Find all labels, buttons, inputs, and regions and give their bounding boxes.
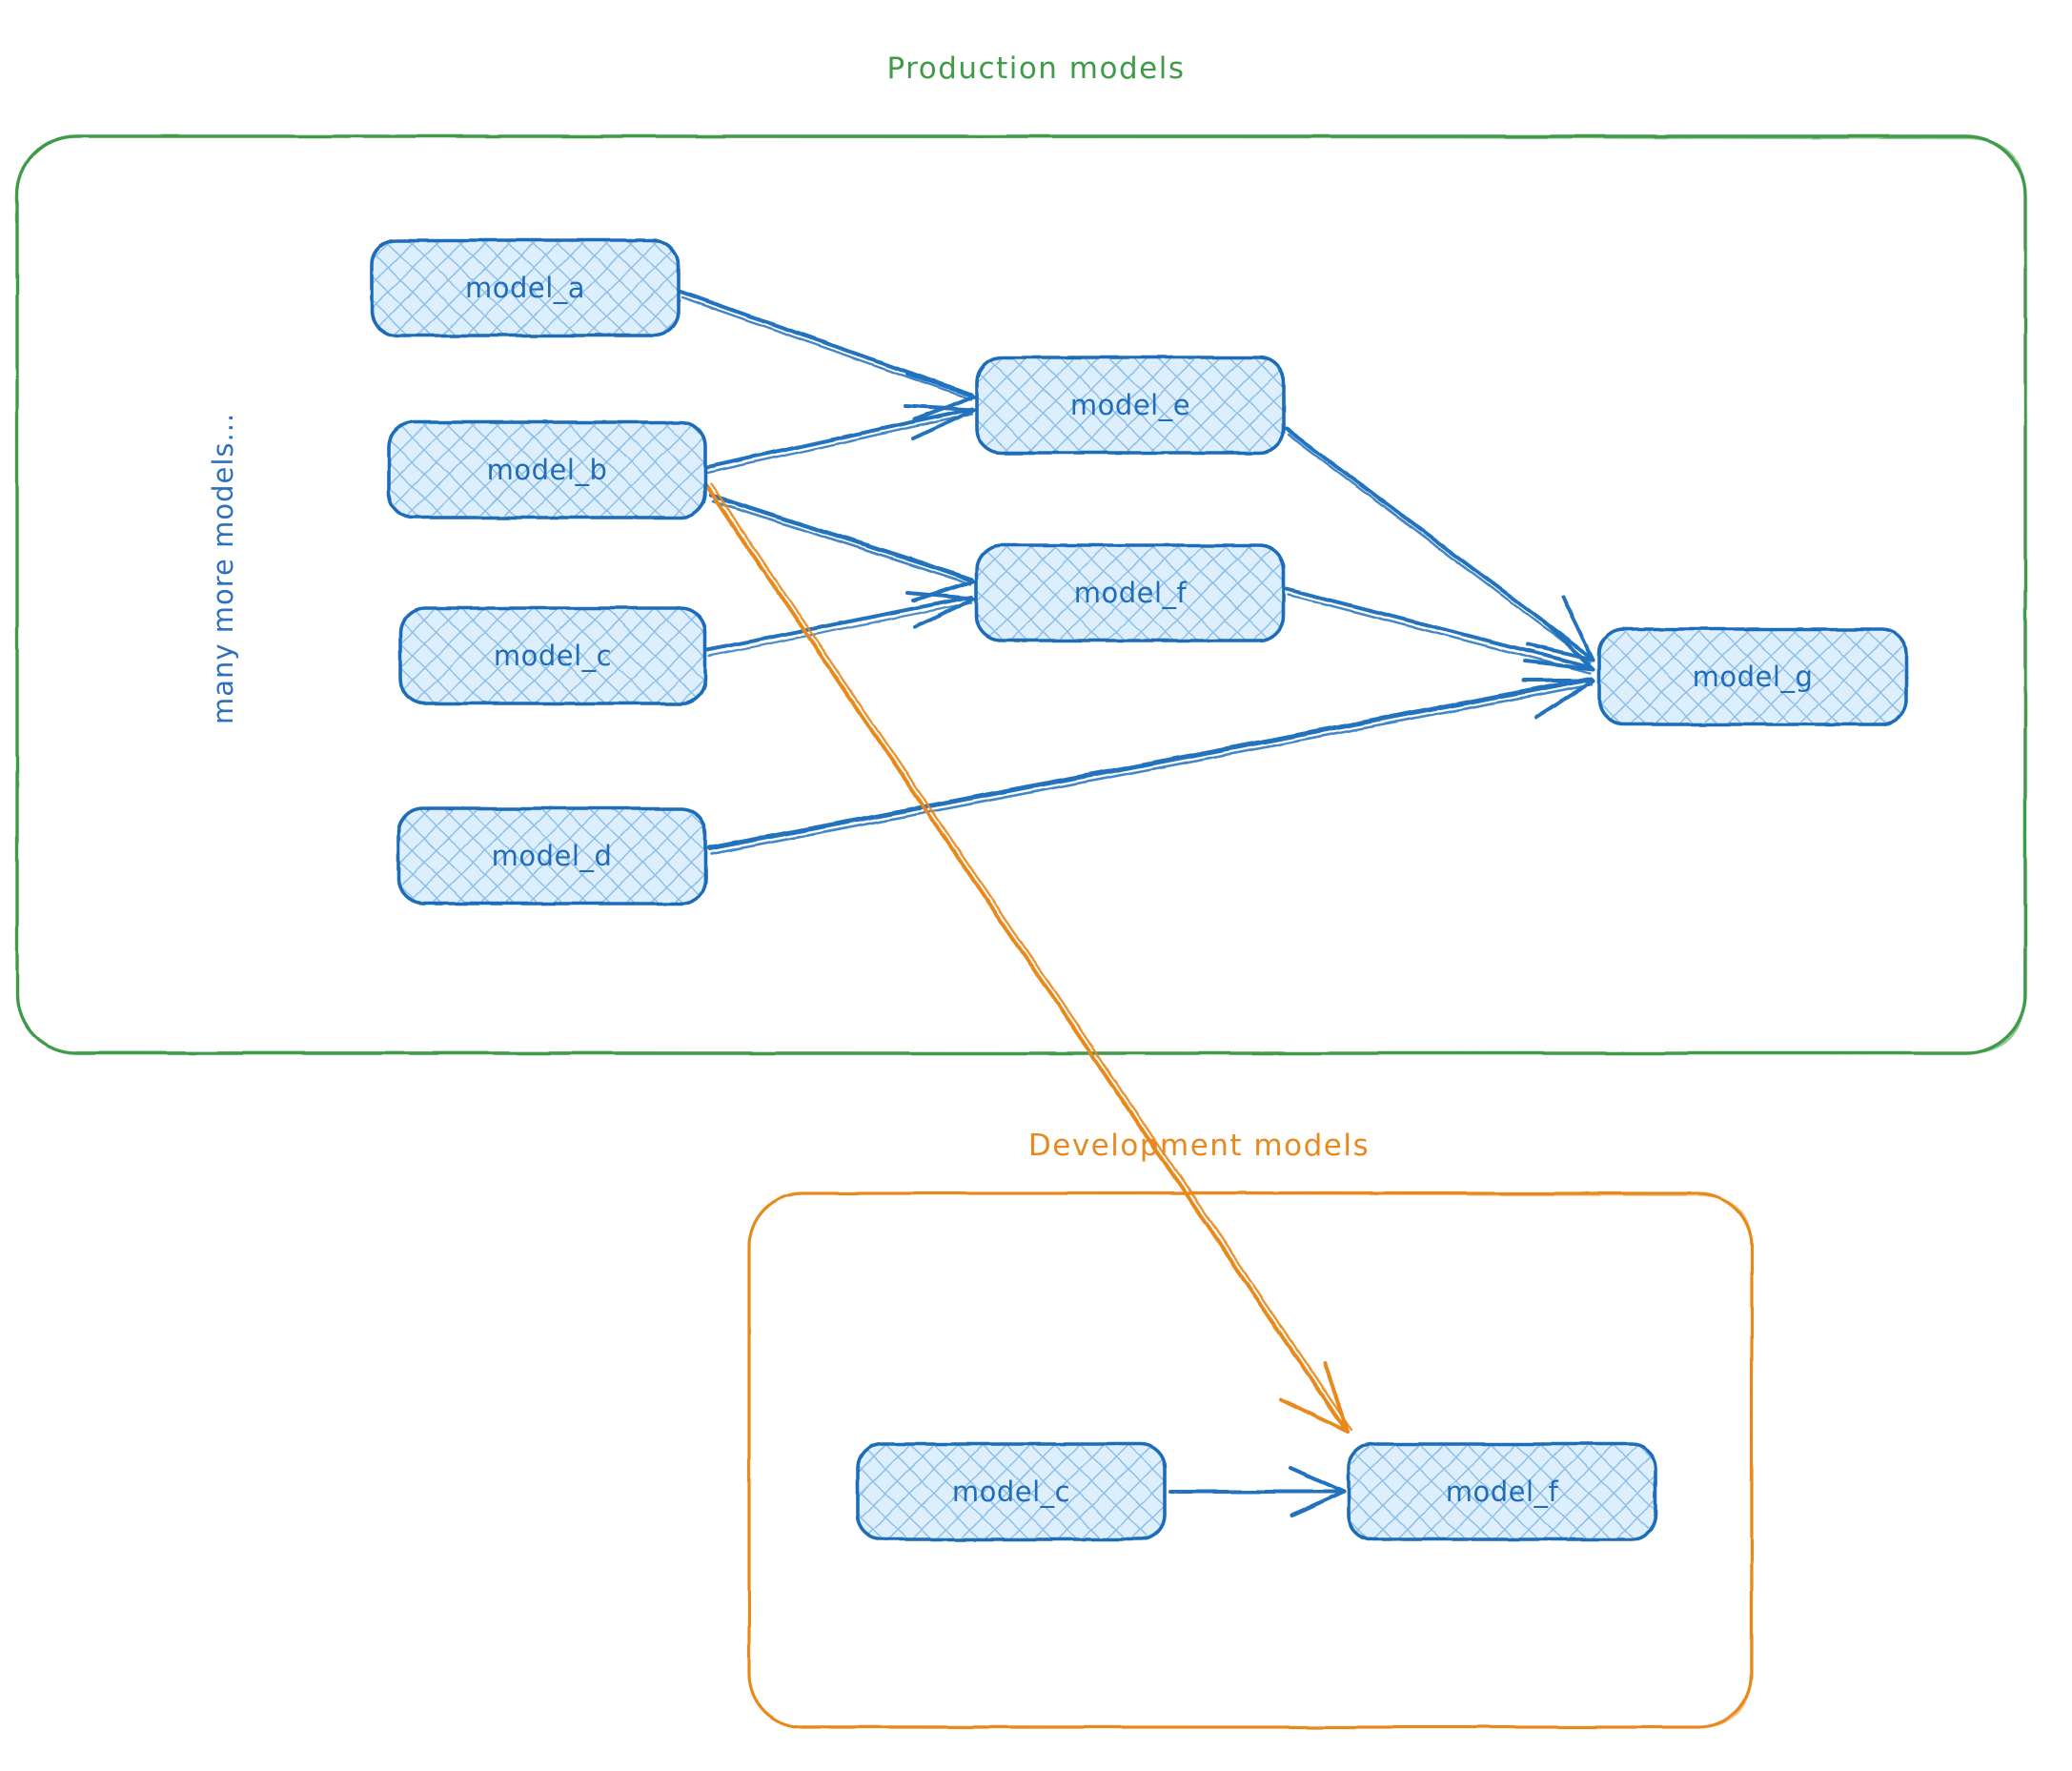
edge-model-d-to-model-g [706, 676, 1595, 856]
edge-model-b-to-dev-model-f [703, 482, 1353, 1434]
node-prod-model-a[interactable]: model_a [370, 238, 681, 337]
production-nodes: model_a model_b model_c model_d [370, 238, 1908, 906]
node-prod-model-e[interactable]: model_e [975, 356, 1286, 455]
node-prod-model-b[interactable]: model_b [387, 420, 707, 519]
edge-model-f-to-model-g [1285, 587, 1595, 675]
edge-dev-model-c-to-dev-model-f [1168, 1466, 1346, 1517]
edge-model-a-to-model-e [679, 290, 976, 421]
node-prod-model-f[interactable]: model_f [975, 543, 1286, 642]
node-dev-model-c[interactable]: model_c [856, 1442, 1167, 1541]
edge-model-b-to-model-f [708, 493, 976, 602]
node-label: model_c [952, 1476, 1070, 1508]
node-label: model_e [1070, 389, 1190, 421]
development-group: Development models [747, 1129, 1754, 1729]
node-prod-model-d[interactable]: model_d [396, 806, 707, 906]
development-group-title: Development models [1028, 1129, 1370, 1163]
development-edges [1168, 1466, 1346, 1517]
node-dev-model-f[interactable]: model_f [1347, 1442, 1657, 1541]
node-label: model_d [492, 840, 613, 872]
development-nodes: model_c model_f [856, 1442, 1657, 1541]
production-group: Production models many more models... [15, 51, 2027, 1055]
node-label: model_f [1074, 577, 1188, 609]
edge-model-b-to-model-e [705, 404, 976, 475]
node-label: model_f [1446, 1476, 1559, 1508]
node-prod-model-g[interactable]: model_g [1597, 627, 1908, 726]
production-group-border [15, 134, 2027, 1055]
edge-model-c-to-model-f [705, 591, 976, 658]
development-group-border [747, 1191, 1754, 1729]
node-label: model_a [465, 272, 585, 304]
production-group-title: Production models [887, 51, 1186, 86]
production-edges [679, 290, 1595, 856]
side-note-many-more-models: many more models... [207, 413, 239, 724]
node-label: model_g [1693, 661, 1814, 693]
node-prod-model-c[interactable]: model_c [398, 606, 707, 705]
node-label: model_c [494, 640, 612, 672]
node-label: model_b [487, 454, 608, 486]
